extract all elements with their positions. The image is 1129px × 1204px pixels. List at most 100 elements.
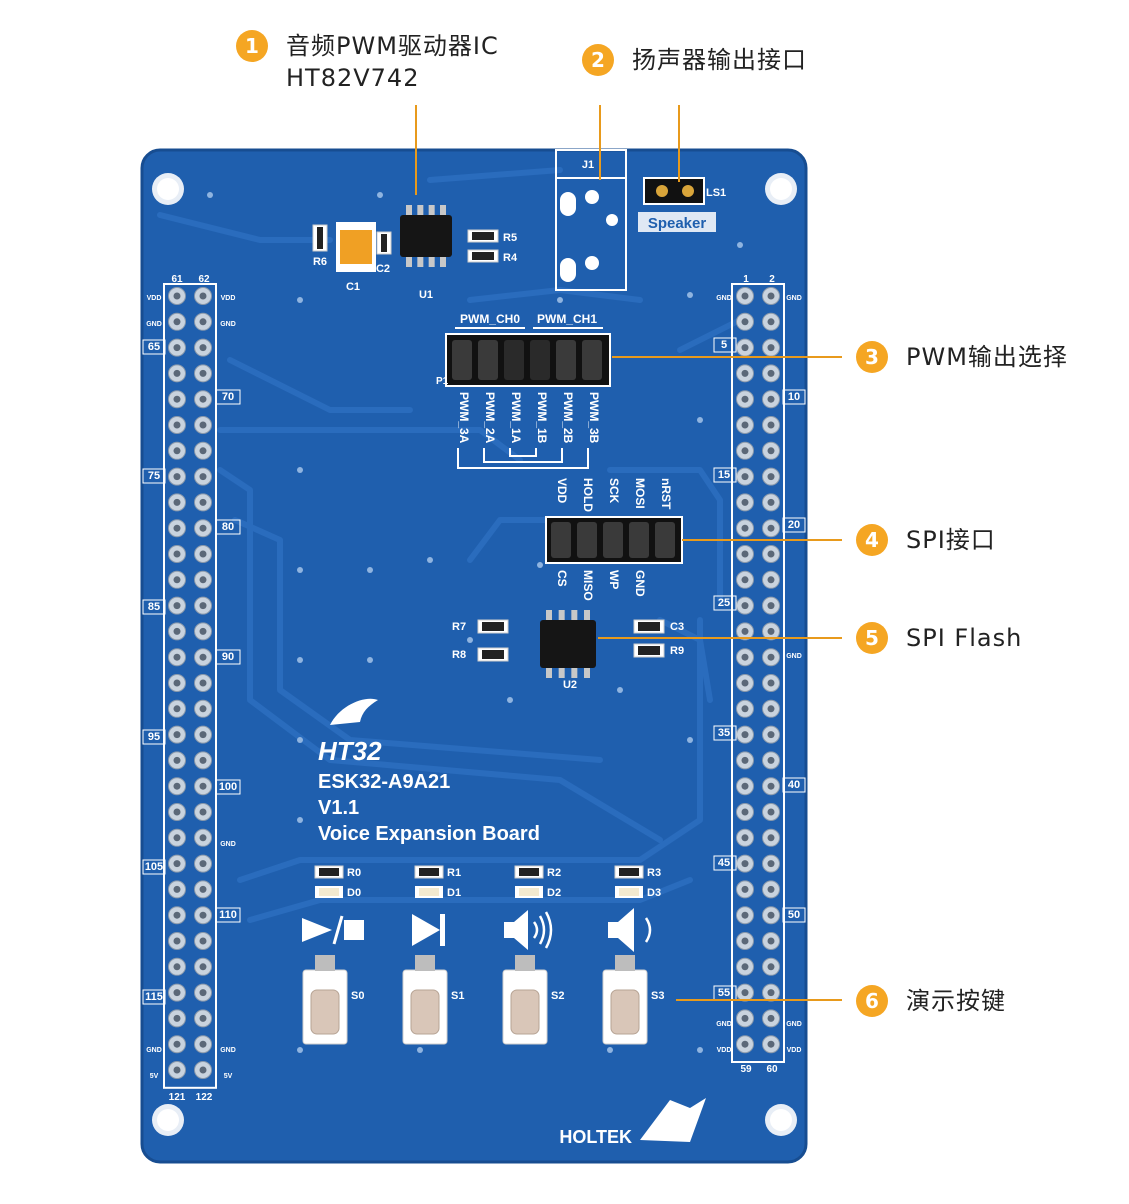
label-ls1: LS1 (706, 187, 726, 199)
right-header-pin-hole (767, 705, 775, 713)
connector-j1-hole (606, 214, 618, 226)
label-c2: C2 (376, 263, 390, 275)
pcb-via (207, 192, 213, 198)
pcb-trace (217, 467, 663, 843)
label-led: D0 (347, 887, 361, 899)
label-r4: R4 (503, 252, 518, 264)
callout-1-subtitle: HT82V742 (286, 64, 420, 92)
right-header-pin-hole (741, 447, 749, 455)
right-header-left-mark: 5 (721, 339, 727, 351)
switch-button (610, 989, 640, 1035)
cap-c2-body (381, 234, 387, 252)
pwm-jumper-cap (582, 340, 602, 380)
chip-u2-pin (546, 668, 552, 678)
left-header-pin-hole (173, 911, 181, 919)
spi-top-pin-label: nRST (659, 478, 673, 510)
left-header-bottom-label-a: 121 (169, 1092, 186, 1103)
right-header-outline (731, 283, 785, 1063)
right-header-pin-hole (741, 911, 749, 919)
left-header-pin-hole (173, 653, 181, 661)
label-r7: R7 (452, 621, 466, 633)
chip-u2-pin (558, 668, 565, 678)
callout-4: 4 SPI接口 (856, 524, 996, 556)
label-ht32-logo: HT32 (318, 736, 382, 766)
right-header-right-mark: 40 (788, 779, 800, 791)
label-r5: R5 (503, 232, 517, 244)
pcb-trace (467, 517, 563, 563)
left-header-left-mark: 65 (148, 341, 160, 353)
right-header-pin-hole (767, 911, 775, 919)
left-header-pin-hole (199, 860, 207, 868)
left-header-pin-hole (199, 1014, 207, 1022)
callout-5-label: SPI Flash (906, 624, 1023, 652)
right-header-pin-hole (741, 550, 749, 558)
left-header-pin-hole (173, 834, 181, 842)
right-header-pin-hole (741, 318, 749, 326)
mounting-hole (770, 178, 792, 200)
right-header-pin-hole (767, 989, 775, 997)
right-header-mark-box (713, 595, 737, 611)
right-header-pin-hole (741, 937, 749, 945)
right-header-bottom-label-a: 59 (740, 1064, 752, 1075)
switch-tab (515, 955, 535, 971)
volume-down-wave (644, 917, 652, 943)
pcb-via (687, 737, 693, 743)
right-header-pin-hole (741, 498, 749, 506)
label-c1: C1 (346, 281, 360, 293)
switch-button (410, 989, 440, 1035)
pcb-trace (677, 317, 743, 353)
left-header-pin-hole (173, 705, 181, 713)
left-header-pin-hole (173, 885, 181, 893)
led-resistor-body (619, 868, 639, 876)
left-header-pin-hole (173, 602, 181, 610)
mounting-hole (157, 178, 179, 200)
right-header-mark-box (713, 337, 737, 353)
right-header-pin-hole (741, 524, 749, 532)
right-header-pin-hole (767, 731, 775, 739)
left-header-pin-hole (199, 344, 207, 352)
right-header-mark-box (782, 389, 806, 405)
right-header-right-mark: 50 (788, 909, 800, 921)
right-header-top-label-b: 2 (769, 274, 775, 285)
right-header-right-mark: VDD (787, 1047, 802, 1054)
left-header-right-mark: 110 (219, 909, 237, 921)
label-switch: S1 (451, 990, 464, 1002)
left-header-left-mark: 105 (145, 861, 163, 873)
left-header-left-mark: 5V (150, 1073, 159, 1080)
volume-waves (532, 911, 553, 949)
right-header-pin-hole (767, 679, 775, 687)
left-header-mark-box (215, 779, 241, 795)
switch-tab (615, 955, 635, 971)
right-header-pin-hole (767, 395, 775, 403)
chip-u1-pin (417, 205, 424, 215)
right-header-pin-hole (767, 834, 775, 842)
label-r8: R8 (452, 649, 466, 661)
left-header-pin-hole (199, 705, 207, 713)
right-header-top-label-a: 1 (743, 274, 749, 285)
pcb-outline (140, 148, 808, 1164)
pcb-via (367, 657, 373, 663)
left-header-pin-hole (173, 679, 181, 687)
right-header-pin-hole (767, 369, 775, 377)
chip-u1-pin (428, 257, 435, 267)
label-led-resistor: R0 (347, 867, 361, 879)
left-header-pin-hole (199, 627, 207, 635)
right-header-mark-box (782, 777, 806, 793)
pcb-via (297, 737, 303, 743)
right-header-pin-hole (741, 1040, 749, 1048)
spi-header-pin (655, 522, 675, 558)
left-header-pin-hole (199, 937, 207, 945)
callout-3: 3 PWM输出选择 (856, 341, 1068, 373)
spi-header-pin (551, 522, 571, 558)
spi-top-pin-label: VDD (555, 478, 569, 504)
pcb-trace (217, 427, 523, 463)
pcb-trace (227, 357, 413, 413)
left-header-pin-hole (199, 318, 207, 326)
spi-header-pin (603, 522, 623, 558)
right-header-pin-hole (767, 292, 775, 300)
right-header-pin-hole (741, 679, 749, 687)
right-header-left-mark: VDD (717, 1047, 732, 1054)
left-header-mark-box (142, 729, 166, 745)
connector-j1-slot (560, 192, 576, 216)
led-resistor-body (419, 868, 439, 876)
